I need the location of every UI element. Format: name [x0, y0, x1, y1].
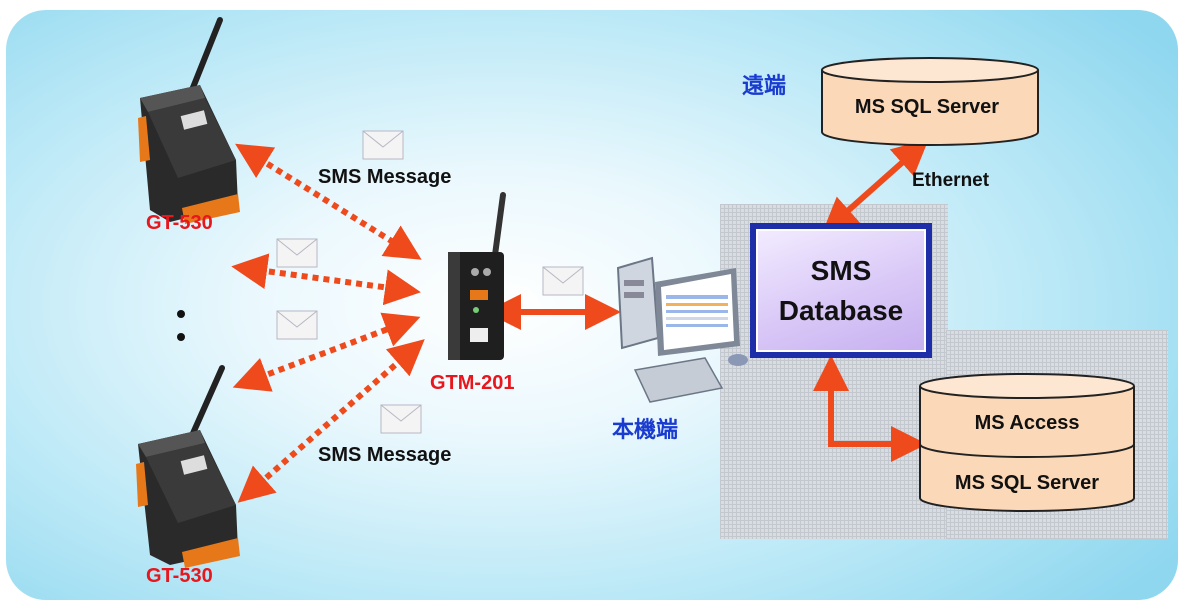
arrow-db-to-local: [813, 355, 927, 462]
envelope-icon: [542, 266, 584, 296]
local-db-access-label: MS Access: [974, 412, 1080, 434]
local-label: 本機端: [612, 417, 679, 442]
sms-message-top-label: SMS Message: [318, 166, 452, 188]
gt530-bottom-label: GT-530: [146, 565, 213, 587]
gt530-top-label: GT-530: [146, 212, 213, 234]
arrow-ethernet: [821, 139, 929, 234]
dotted-arrow-2: [231, 253, 421, 306]
remote-label: 遠端: [742, 73, 787, 98]
envelope-icon: [276, 310, 318, 340]
ethernet-label: Ethernet: [912, 170, 990, 191]
gtm201-label: GTM-201: [430, 372, 515, 394]
envelope-icon: [380, 404, 422, 434]
dotted-arrow-sms-top: [235, 143, 422, 260]
envelope-icon: [276, 238, 318, 268]
sms-database-title-line1: SMS: [810, 254, 872, 286]
sms-database-box: SMS Database: [750, 223, 932, 358]
sms-database-title-line2: Database: [778, 294, 904, 326]
remote-database-label: MS SQL Server: [854, 96, 1000, 118]
sms-message-bottom-label: SMS Message: [318, 444, 452, 466]
dotted-arrow-sms-bottom: [237, 339, 425, 503]
envelope-icon: [362, 130, 404, 160]
local-database-cylinder: [919, 373, 1135, 512]
remote-database-cylinder: [821, 57, 1039, 146]
local-db-sqlserver-label: MS SQL Server: [954, 472, 1100, 494]
